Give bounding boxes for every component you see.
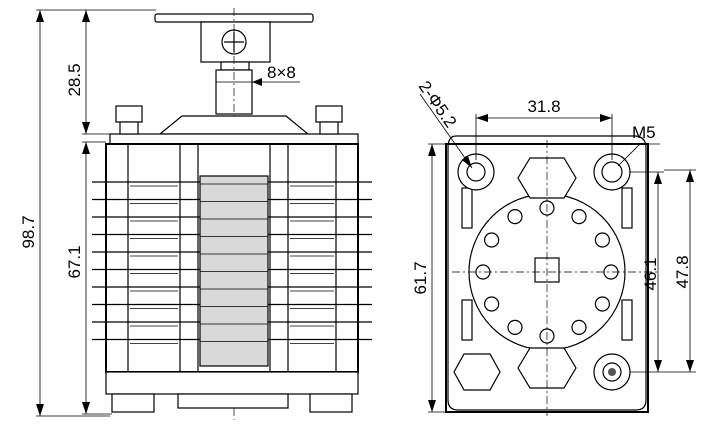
label-total-height: 98.7 — [19, 215, 38, 248]
disc-hole — [594, 296, 611, 312]
label-thread: M5 — [632, 123, 656, 142]
switch-body — [105, 143, 359, 373]
label-holes-diameter: 2-Φ5.2 — [415, 77, 461, 131]
dimension-body-width: 61.7 — [411, 143, 446, 413]
disc-hole — [507, 319, 523, 335]
disc-hole — [507, 209, 523, 225]
dimension-total-height: 98.7 — [19, 9, 156, 417]
dimension-hole-spacing: 31.8 — [475, 97, 613, 160]
label-shaft-height: 28.5 — [65, 63, 84, 96]
dimension-hole-vertical: 46.1 — [630, 171, 664, 373]
label-hole-spacing: 31.8 — [527, 97, 560, 116]
dimension-body-height: 67.1 — [65, 141, 112, 415]
contact-terminals — [92, 181, 372, 344]
disc-hole — [571, 209, 587, 225]
dimension-outer-vertical: 47.8 — [664, 169, 696, 373]
dimension-thread: M5 — [617, 123, 660, 167]
rotary-knob — [154, 13, 314, 71]
label-outer-vertical: 47.8 — [673, 255, 692, 288]
front-view: 98.7 28.5 67.1 8×8 — [19, 8, 372, 420]
label-body-width: 61.7 — [411, 261, 430, 294]
bottom-plate — [105, 371, 359, 413]
disc-hole — [594, 232, 611, 248]
top-plate — [109, 105, 359, 145]
label-hole-vertical: 46.1 — [641, 257, 660, 290]
dimension-shaft-section: 8×8 — [216, 63, 300, 86]
bottom-view: 31.8 2-Φ5.2 M5 61.7 — [411, 77, 696, 416]
label-shaft-section: 8×8 — [267, 63, 296, 82]
disc-hole — [484, 296, 500, 312]
disc-hole — [571, 319, 587, 335]
dimension-shaft-height: 28.5 — [65, 10, 110, 135]
disc-hole — [484, 232, 500, 248]
label-body-height: 67.1 — [65, 245, 84, 278]
